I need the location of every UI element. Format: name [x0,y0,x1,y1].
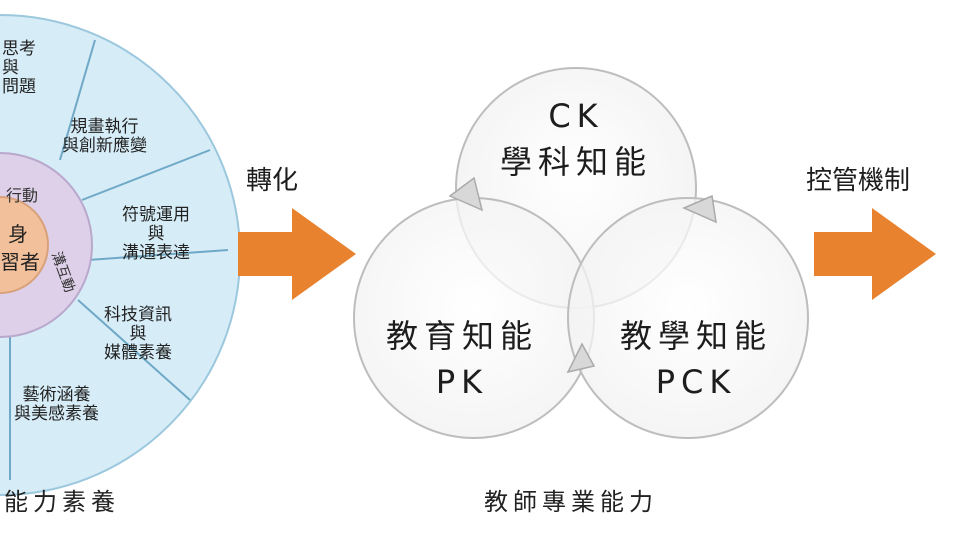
pck-circle [567,197,809,439]
core-circle [0,196,49,294]
segment-planning: 規畫執行 與創新應變 [62,117,147,157]
pck-title: 教學知能 [619,317,772,355]
segment-arts: 藝術涵養 與美感素養 [14,385,99,425]
cycle-marker-left [448,176,484,212]
arrow-control-label: 控管機制 [806,166,911,196]
segment-thinking: 思考 與 問題 [2,39,36,98]
pck-label: PCK [655,363,737,401]
arrow-control [814,208,936,300]
pk-title: 教育知能 [385,317,538,355]
core-label-line2: 習者 [0,250,40,274]
venn-caption: 教師專業能力 [484,488,658,516]
cycle-marker-bottom [566,342,596,374]
core-label-line1: 身 [8,222,28,246]
cycle-marker-right [682,194,717,224]
ck-title: 學科知能 [499,143,652,181]
ring-label-action: 行動 [6,186,39,205]
arrow-transform [238,208,356,300]
pk-label: PK [435,363,489,401]
ck-label: CK [548,97,604,135]
segment-symbols: 符號運用 與 溝通表達 [122,205,190,264]
segment-technology: 科技資訊 與 媒體素養 [104,305,172,364]
arrow-transform-label: 轉化 [246,166,299,196]
wheel-caption: 能力素養 [4,488,120,516]
wheel-dividers [9,39,229,480]
